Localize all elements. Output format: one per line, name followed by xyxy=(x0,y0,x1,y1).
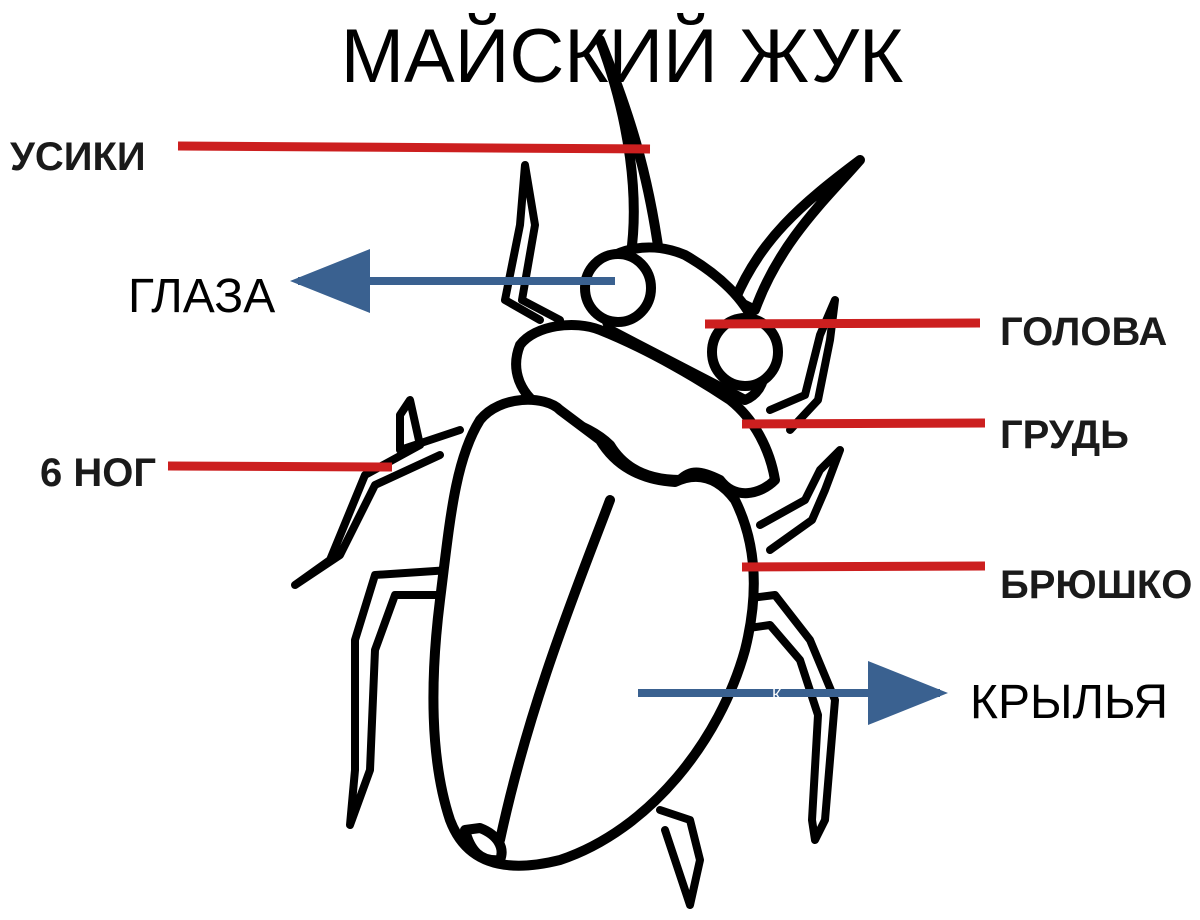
label-antennae: УСИКИ xyxy=(10,135,146,179)
pointer-legs xyxy=(168,466,392,467)
label-eyes: ГЛАЗА xyxy=(128,270,275,323)
label-thorax: ГРУДЬ xyxy=(1000,413,1129,457)
pointer-abdomen xyxy=(742,566,985,567)
beetle-illustration xyxy=(295,40,860,905)
leg-middle-left xyxy=(295,400,460,585)
label-legs: 6 НОГ xyxy=(40,451,156,495)
eye-left xyxy=(585,254,651,322)
pointer-antennae xyxy=(178,146,650,149)
leg-lower-right xyxy=(660,810,700,905)
leg-front-left xyxy=(505,165,560,320)
label-wings-stray-letter: К xyxy=(772,687,782,704)
pointer-head xyxy=(705,323,980,324)
label-head: ГОЛОВА xyxy=(1000,310,1167,354)
antenna-right xyxy=(735,160,860,310)
label-abdomen: БРЮШКО xyxy=(1000,563,1192,607)
label-wings: КРЫЛЬЯ xyxy=(970,676,1168,729)
pointer-thorax xyxy=(742,423,985,424)
page-title: МАЙСКИЙ ЖУК xyxy=(341,13,904,99)
